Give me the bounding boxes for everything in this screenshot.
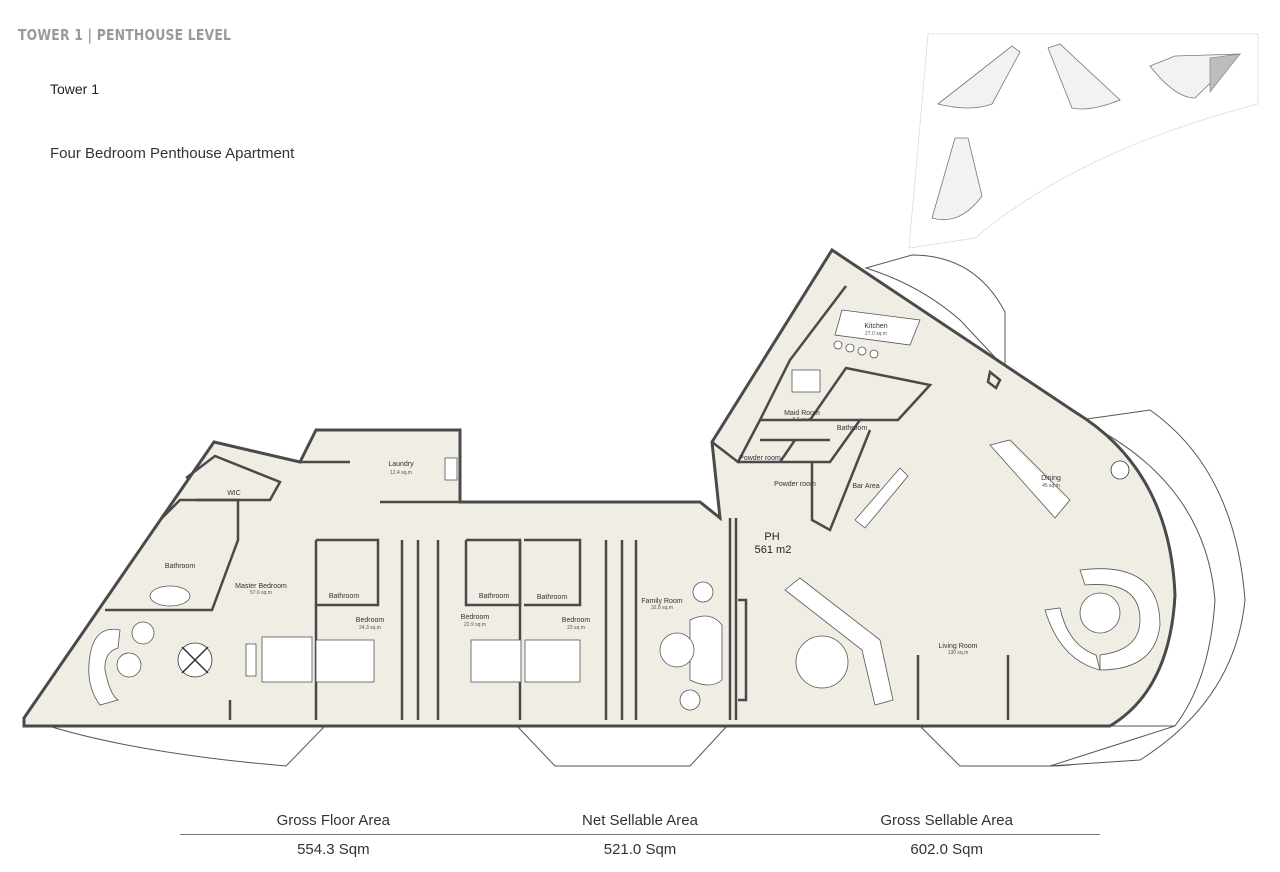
gross-floor-area-label: Gross Floor Area — [180, 812, 487, 835]
areas-table: Gross Floor Area Net Sellable Area Gross… — [180, 812, 1101, 858]
bed-2 — [470, 639, 522, 683]
bedroom-1-area: 24.3 sq.m — [359, 625, 381, 631]
family-room-label: Family Room — [641, 598, 682, 605]
dining-area: 45 sq.m — [1042, 483, 1060, 489]
key-plan — [908, 33, 1259, 249]
gross-floor-area-value: 554.3 Sqm — [297, 841, 370, 858]
bedroom-3-area: 23 sq.m — [567, 625, 585, 631]
bed-1 — [315, 639, 375, 683]
bar-area-label: Bar Area — [852, 483, 879, 490]
terrace-east — [1049, 409, 1246, 767]
family-sofa — [689, 615, 723, 686]
bedroom-2-area: 22.9 sq.m — [464, 622, 486, 628]
bedroom-2-label: Bedroom — [461, 614, 490, 621]
column — [1110, 460, 1130, 480]
areas-header-row: Gross Floor Area Net Sellable Area Gross… — [180, 812, 1101, 835]
page-title: TOWER 1 | PENTHOUSE LEVEL — [18, 26, 232, 44]
unit-area: 561 m2 — [755, 544, 792, 556]
living-coffee-table — [1079, 592, 1121, 634]
bedroom-3-label: Bedroom — [562, 617, 591, 624]
key-plan-tower-d — [931, 137, 983, 221]
laundry-label: Laundry — [388, 461, 414, 468]
tower-label: Tower 1 — [50, 81, 100, 97]
apartment-type: Four Bedroom Penthouse Apartment — [50, 145, 295, 162]
terrace-northeast — [864, 254, 1006, 370]
bathroom-1-label: Bathroom — [329, 593, 360, 600]
family-table — [659, 632, 695, 668]
powder-room-2-label: Powder room — [774, 481, 816, 488]
bar-counter — [854, 467, 909, 529]
net-sellable-area-value: 521.0 Sqm — [603, 841, 677, 858]
laundry-machines — [444, 457, 458, 481]
living-round-table — [795, 635, 849, 689]
living-sofa — [784, 577, 894, 706]
master-bathroom-label: Bathroom — [165, 563, 196, 570]
maid-room-label: Maid Room — [784, 410, 820, 417]
dining-table — [989, 439, 1071, 519]
powder-room-1-label: Powder room — [739, 455, 781, 462]
interior-walls — [105, 285, 1010, 720]
bathtub — [149, 585, 191, 607]
terrace-south — [515, 725, 729, 767]
key-plan-highlighted-unit — [1209, 53, 1241, 93]
living-room-label: Living Room — [939, 643, 978, 650]
areas-value-row: 554.3 Sqm 521.0 Sqm 602.0 Sqm — [180, 835, 1100, 858]
dining-label: Dining — [1041, 475, 1061, 482]
gross-sellable-area-label: Gross Sellable Area — [793, 812, 1101, 835]
key-plan-tower-a — [937, 45, 1021, 109]
room-labels: Kitchen 27.0 sq.m Maid Room 8.7 sq.m Bat… — [165, 323, 1061, 656]
family-room-area: 32.8 sq.m — [651, 605, 673, 611]
bedroom-1-label: Bedroom — [356, 617, 385, 624]
maid-bathroom-label: Bathroom — [837, 425, 868, 432]
living-room-area: 130 sq.m — [948, 650, 969, 656]
net-sellable-area-label: Net Sellable Area — [486, 812, 794, 835]
laundry-area: 12.4 sq.m — [390, 470, 412, 476]
furniture — [88, 309, 1161, 711]
bathroom-3-label: Bathroom — [537, 594, 568, 601]
kitchen-label: Kitchen — [864, 323, 887, 330]
apartment-floor — [22, 247, 1177, 728]
kitchen-island — [834, 309, 921, 346]
master-bed — [261, 636, 313, 683]
master-sofa — [88, 628, 121, 706]
unit-code: PH — [764, 531, 779, 543]
terrace-west — [23, 717, 327, 767]
kitchen-area: 27.0 sq.m — [865, 331, 887, 337]
bed-3 — [524, 639, 581, 683]
key-plan-tower-b — [1047, 43, 1121, 110]
bathroom-2-label: Bathroom — [479, 593, 510, 600]
wic-label: WIC — [227, 490, 241, 497]
gross-sellable-area-value: 602.0 Sqm — [910, 841, 983, 858]
terraces — [23, 254, 1246, 767]
maid-room-area: 8.7 sq.m — [792, 417, 811, 423]
master-bedroom-area: 57.6 sq.m — [250, 590, 272, 596]
master-bedroom-label: Master Bedroom — [235, 583, 287, 590]
